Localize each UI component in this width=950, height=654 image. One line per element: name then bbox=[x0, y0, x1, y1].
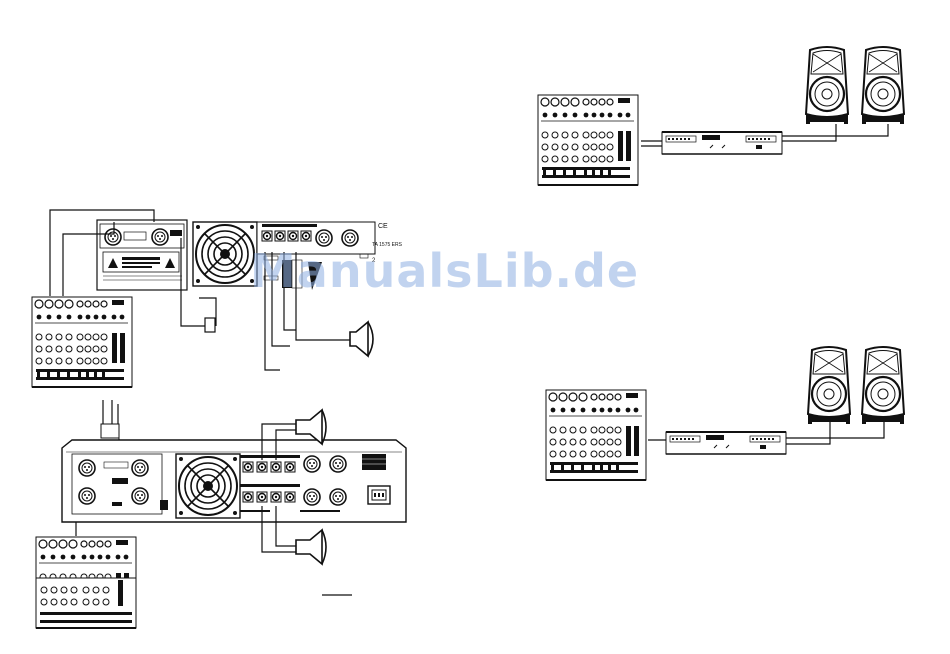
speaker-cabinet-icon bbox=[808, 347, 850, 424]
left-top-setup: CE TA 1575 ERS 2 bbox=[32, 210, 403, 387]
mixer-icon bbox=[32, 297, 132, 387]
horn-speaker-icon bbox=[296, 410, 326, 444]
speaker-cabinet-icon bbox=[806, 47, 848, 124]
amplifier-icon bbox=[62, 440, 406, 522]
cooling-fan-icon bbox=[193, 222, 257, 286]
ce-mark: CE bbox=[378, 223, 388, 230]
speaker-cabinet-icon bbox=[862, 347, 904, 424]
right-bottom-setup bbox=[546, 347, 904, 480]
mixer-icon bbox=[546, 390, 646, 480]
speaker-cabinet-icon bbox=[862, 47, 904, 124]
right-top-setup bbox=[538, 47, 904, 185]
left-bottom-setup bbox=[36, 400, 406, 628]
mixer-icon bbox=[538, 95, 638, 185]
power-socket-icon bbox=[368, 486, 390, 504]
horn-speaker-icon bbox=[350, 322, 373, 356]
amplifier-icon bbox=[97, 220, 187, 290]
cooling-fan-icon bbox=[176, 454, 240, 518]
watermark-text: ManualsLib.de bbox=[250, 244, 639, 298]
horn-speaker-icon bbox=[296, 530, 326, 564]
amplifier-icon bbox=[666, 432, 786, 454]
amplifier-icon bbox=[662, 132, 782, 154]
